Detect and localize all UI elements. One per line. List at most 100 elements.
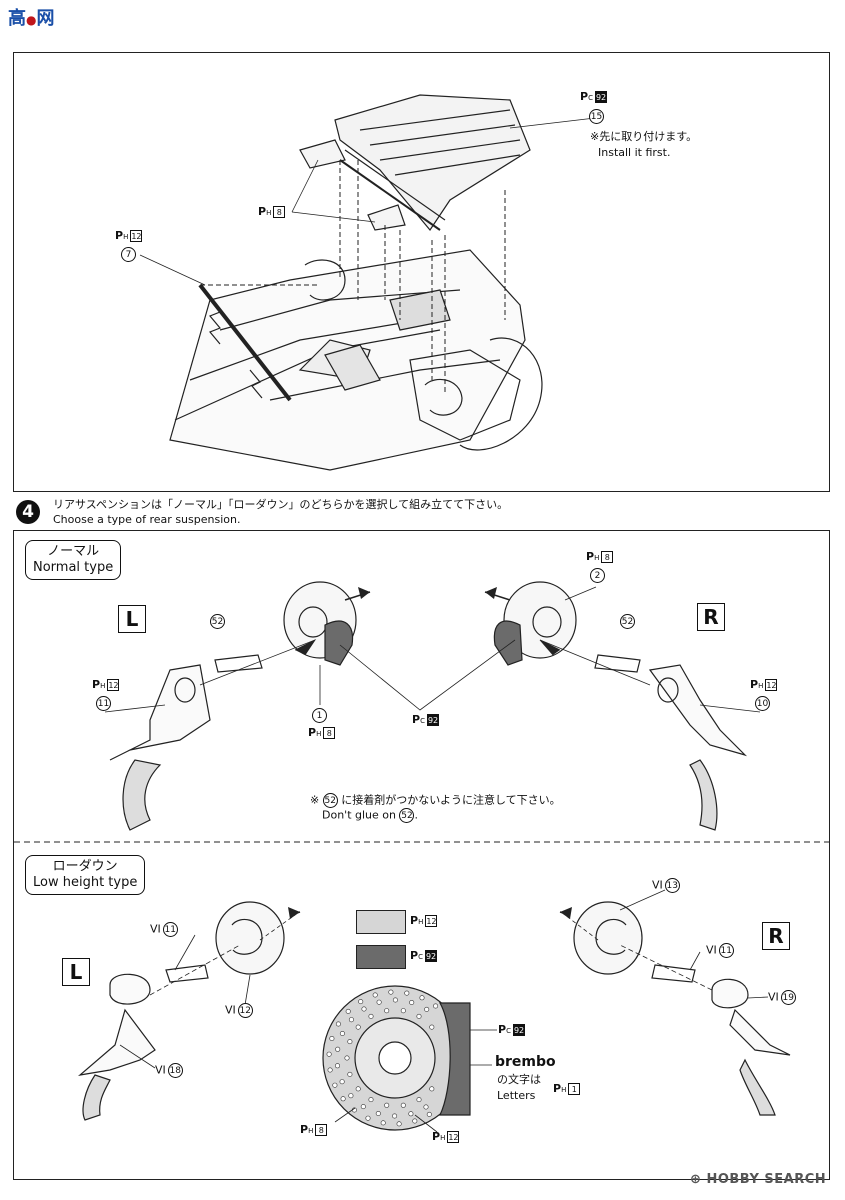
lowdown-arrows [288,907,572,919]
drill-hole [361,1006,367,1012]
drill-hole [392,1113,398,1119]
normal-left-marker: L [118,605,146,633]
top-panel [13,52,830,492]
vi19-number: 19 [780,990,796,1005]
drill-hole [416,1097,422,1103]
normal-left-assembly [109,581,371,831]
drill-hole [396,1121,402,1127]
top-leader-lines [139,117,596,286]
watermark-char-2: 网 [36,8,55,29]
drill-hole [424,1006,430,1012]
normal-arrows [358,587,497,599]
drill-hole [412,1118,418,1124]
brembo-title: brembo [495,1054,556,1070]
vi12-prefix: VI [225,1003,236,1017]
part15-note-jp: ※先に取り付けます。 [590,130,698,143]
lowdown-left-marker: L [62,958,90,986]
glue-note-en-text: Don't glue on [322,808,396,822]
drill-hole [409,999,415,1005]
drill-hole [368,1013,374,1019]
glue-note-jp: ※ 52 に接着剤がつかないように注意して下さい。 [310,793,561,808]
lowdown-leaders [119,889,769,1069]
part1-number: 1 [312,708,327,723]
part2-number: 2 [590,568,605,583]
drill-hole [327,1067,333,1073]
drill-hole [426,1111,432,1117]
drill-hole [329,1036,335,1042]
drill-hole [376,999,382,1005]
part7-number: 7 [121,247,136,262]
vi11-right-number: 11 [718,943,734,958]
glue-note-en-end: . [414,808,418,822]
brembo-leaders [334,1029,497,1133]
drill-hole [416,1013,422,1019]
drill-hole [423,1104,429,1110]
drill-hole [372,992,378,998]
drill-hole [339,1031,345,1037]
drill-hole [400,1008,406,1014]
normal-label-jp: ノーマル [47,544,100,559]
normal-right-marker: R [697,603,725,631]
drill-hole [429,1024,435,1030]
step-4-badge: 4 [16,500,40,524]
drill-hole [332,1082,338,1088]
drill-hole [360,1104,366,1110]
glue-note-en-part-number: 52 [399,808,415,823]
lowdown-left-assembly [77,901,301,1121]
step-4-title-jp: リアサスペンションは「ノーマル」「ローダウン」のどちらかを選択して組み立てて下さ… [53,498,509,511]
brembo-jp: の文字は [497,1073,541,1086]
glue-note-text: に接着剤がつかないように注意して下さい。 [341,793,561,807]
drill-hole [400,1102,406,1108]
drill-hole [380,1120,386,1126]
drill-hole [392,997,398,1003]
drill-hole [429,1086,435,1092]
brembo-disc-detail [322,985,471,1131]
drill-hole [334,1063,340,1069]
vi11-left-number: 11 [162,922,178,937]
part10-number: 10 [755,696,770,711]
normal-right-assembly [484,581,748,831]
drill-hole [335,1046,341,1052]
drill-hole [388,989,394,995]
part11-number: 11 [96,696,111,711]
lowdown-label-en: Low height type [33,875,138,890]
suspension-panel [13,530,830,1180]
drill-hole [326,1051,332,1057]
drill-hole [355,1024,361,1030]
watermark-dot: ● [26,13,37,27]
drill-hole [347,1039,353,1045]
drill-hole [404,990,410,996]
drill-hole [339,1079,345,1085]
legend-swatch-dark [356,945,406,969]
part15-note-en: Install it first. [598,146,671,159]
glue-note-part-number: 52 [322,793,338,808]
drill-hole [384,1102,390,1108]
part52-right-number: 52 [620,614,635,629]
glue-note-prefix: ※ [310,793,320,807]
watermark-logo: 高●网 [8,4,54,30]
vi18-number: 18 [167,1063,183,1078]
vi12-number: 12 [237,1003,253,1018]
hobby-search-logo: ⊕ HOBBY SEARCH [690,1172,826,1187]
normal-type-label: ノーマル Normal type [25,540,122,580]
vi18-prefix: VI [155,1063,166,1077]
drill-hole [419,995,425,1001]
lowdown-right-assembly [559,901,791,1116]
drill-hole [408,1111,414,1117]
